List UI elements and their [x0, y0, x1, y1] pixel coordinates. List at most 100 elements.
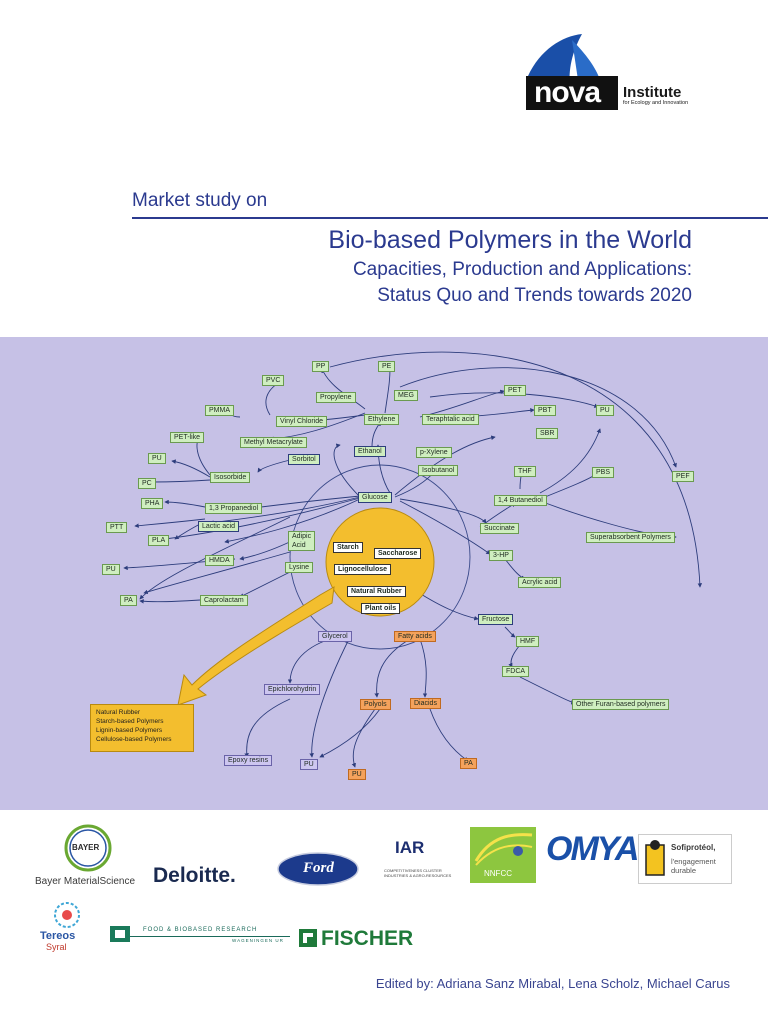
bayer-word: BAYER — [72, 843, 100, 852]
deloitte-logo: Deloitte. — [153, 864, 236, 887]
node-hmda: HMDA — [205, 555, 234, 566]
node-saccharose: Saccharose — [374, 548, 422, 559]
node-other-furan-polymers: Other Furan-based polymers — [572, 699, 670, 710]
node-pu-bottom: PU — [300, 759, 318, 770]
node-3-hp: 3-HP — [489, 550, 513, 561]
node-isosorbide: Isosorbide — [210, 472, 251, 483]
logo-subtitle: for Ecology and Innovation — [623, 100, 689, 106]
node-pla: PLA — [148, 535, 170, 546]
node-lysine: Lysine — [285, 562, 313, 573]
node-methyl-metacrylate: Methyl Metacrylate — [240, 437, 307, 448]
node-pbt: PBT — [534, 405, 556, 416]
adipic-label-1: Adipic — [292, 533, 312, 540]
node-pu-left-2: PU — [102, 564, 120, 575]
node-pp: PP — [312, 361, 330, 372]
node-isobutanol: Isobutanol — [418, 465, 459, 476]
tereos-star-icon — [54, 902, 80, 928]
node-ethylene: Ethylene — [364, 414, 400, 425]
node-glycerol: Glycerol — [318, 631, 352, 642]
ford-logo: Ford — [277, 852, 359, 891]
syral-word: Syral — [46, 942, 67, 952]
output-box-natural-polymers: Natural Rubber Starch-based Polymers Lig… — [90, 704, 194, 752]
editors-credit: Edited by: Adriana Sanz Mirabal, Lena Sc… — [375, 976, 730, 991]
node-pet-like: PET-like — [170, 432, 205, 443]
fbr-emblem-icon — [110, 926, 130, 942]
ford-word: Ford — [303, 860, 334, 876]
node-sbr: SBR — [536, 428, 559, 439]
node-epichlorohydrin: Epichlorohydrin — [264, 684, 321, 695]
node-pbs: PBS — [592, 467, 615, 478]
fbr-name: FOOD & BIOBASED RESEARCH — [143, 927, 258, 933]
iar-subtitle: COMPETITIVENESS CLUSTER INDUSTRIES & AGR… — [384, 868, 452, 878]
node-natural-rubber: Natural Rubber — [347, 586, 406, 597]
sofiproteol-logo: Sofiprotéol, l'engagement durable — [638, 834, 732, 884]
node-polyols: Polyols — [360, 699, 391, 710]
node-succinate: Succinate — [480, 523, 519, 534]
node-meg: MEG — [394, 390, 418, 401]
node-lignocellulose: Lignocellulose — [334, 564, 392, 575]
polymer-pathway-diagram: Natural Rubber Starch-based Polymers Lig… — [0, 337, 768, 810]
node-fdca: FDCA — [502, 666, 530, 677]
node-thf: THF — [514, 466, 536, 477]
output-item: Natural Rubber — [96, 709, 141, 716]
nnfcc-graphic-icon — [474, 833, 533, 866]
node-pa-orange: PA — [460, 758, 477, 769]
subtitle-line-2: Status Quo and Trends towards 2020 — [377, 285, 692, 306]
node-propanediol: 1,3 Propanediol — [205, 503, 263, 514]
node-propylene: Propylene — [316, 392, 356, 403]
nnfcc-word: NNFCC — [484, 869, 512, 878]
sofiproteol-name: Sofiprotéol, — [671, 843, 716, 852]
node-starch: Starch — [333, 542, 363, 553]
tereos-emblem — [52, 900, 82, 935]
output-item: Lignin-based Polymers — [96, 727, 163, 734]
node-epoxy-resins: Epoxy resins — [224, 755, 273, 766]
bayer-materialscience-text: Bayer MaterialScience — [35, 876, 136, 887]
node-pha: PHA — [141, 498, 164, 509]
node-acrylic-acid: Acrylic acid — [518, 577, 562, 588]
nnfcc-logo: NNFCC — [470, 827, 536, 883]
node-pa-left: PA — [120, 595, 137, 606]
node-teraphtalic-acid: Teraphtalic acid — [422, 414, 479, 425]
iar-logo: IAR — [395, 838, 425, 857]
sofi-tag-2: durable — [671, 866, 697, 875]
title-rule — [132, 217, 768, 219]
fbr-logo — [108, 924, 132, 949]
sofiproteol-tagline: l'engagement durable — [671, 857, 716, 875]
node-pu-right: PU — [596, 405, 614, 416]
sofi-tag-1: l'engagement — [671, 857, 716, 866]
node-pvc: PVC — [262, 375, 285, 386]
node-glucose: Glucose — [358, 492, 392, 503]
nova-institute-logo: nova Institute for Ecology and Innovatio… — [520, 32, 700, 114]
adipic-label-2: Acid — [292, 542, 306, 549]
logo-word: nova — [534, 76, 601, 109]
node-pe: PE — [378, 361, 396, 372]
node-p-xylene: p-Xylene — [416, 447, 452, 458]
page-title: Bio-based Polymers in the World — [328, 226, 692, 254]
node-vinyl-chloride: Vinyl Chloride — [276, 416, 328, 427]
node-caprolactam: Caprolactam — [200, 595, 248, 606]
node-butanediol: 1,4 Butanediol — [494, 495, 547, 506]
node-fructose: Fructose — [478, 614, 514, 625]
sofiproteol-emblem-icon — [645, 840, 665, 876]
node-diacids: Diacids — [410, 698, 441, 709]
output-item: Cellulose-based Polymers — [96, 736, 172, 743]
bayer-logo: BAYER — [64, 824, 112, 877]
tereos-word: Tereos — [40, 930, 76, 942]
bayer-cross-icon — [64, 824, 112, 872]
node-fatty-acids: Fatty acids — [394, 631, 436, 642]
node-adipic-acid: Adipic Acid — [288, 531, 316, 551]
subtitle-line-1: Capacities, Production and Applications: — [352, 259, 692, 280]
ford-oval-icon — [277, 852, 359, 886]
node-lactic-acid: Lactic acid — [198, 521, 240, 532]
node-superabsorbent-polymers: Superabsorbent Polymers — [586, 532, 675, 543]
fischer-mark-icon — [299, 929, 317, 947]
node-ethanol: Ethanol — [354, 446, 386, 457]
market-study-label: Market study on — [132, 190, 268, 211]
node-pmma: PMMA — [205, 405, 234, 416]
node-hmf: HMF — [516, 636, 540, 647]
omya-logo: OMYA — [546, 830, 639, 868]
node-pef: PEF — [672, 471, 694, 482]
fbr-rule — [130, 936, 290, 937]
fbr-subtitle: WAGENINGEN UR — [232, 938, 284, 943]
fischer-emblem — [298, 928, 318, 953]
